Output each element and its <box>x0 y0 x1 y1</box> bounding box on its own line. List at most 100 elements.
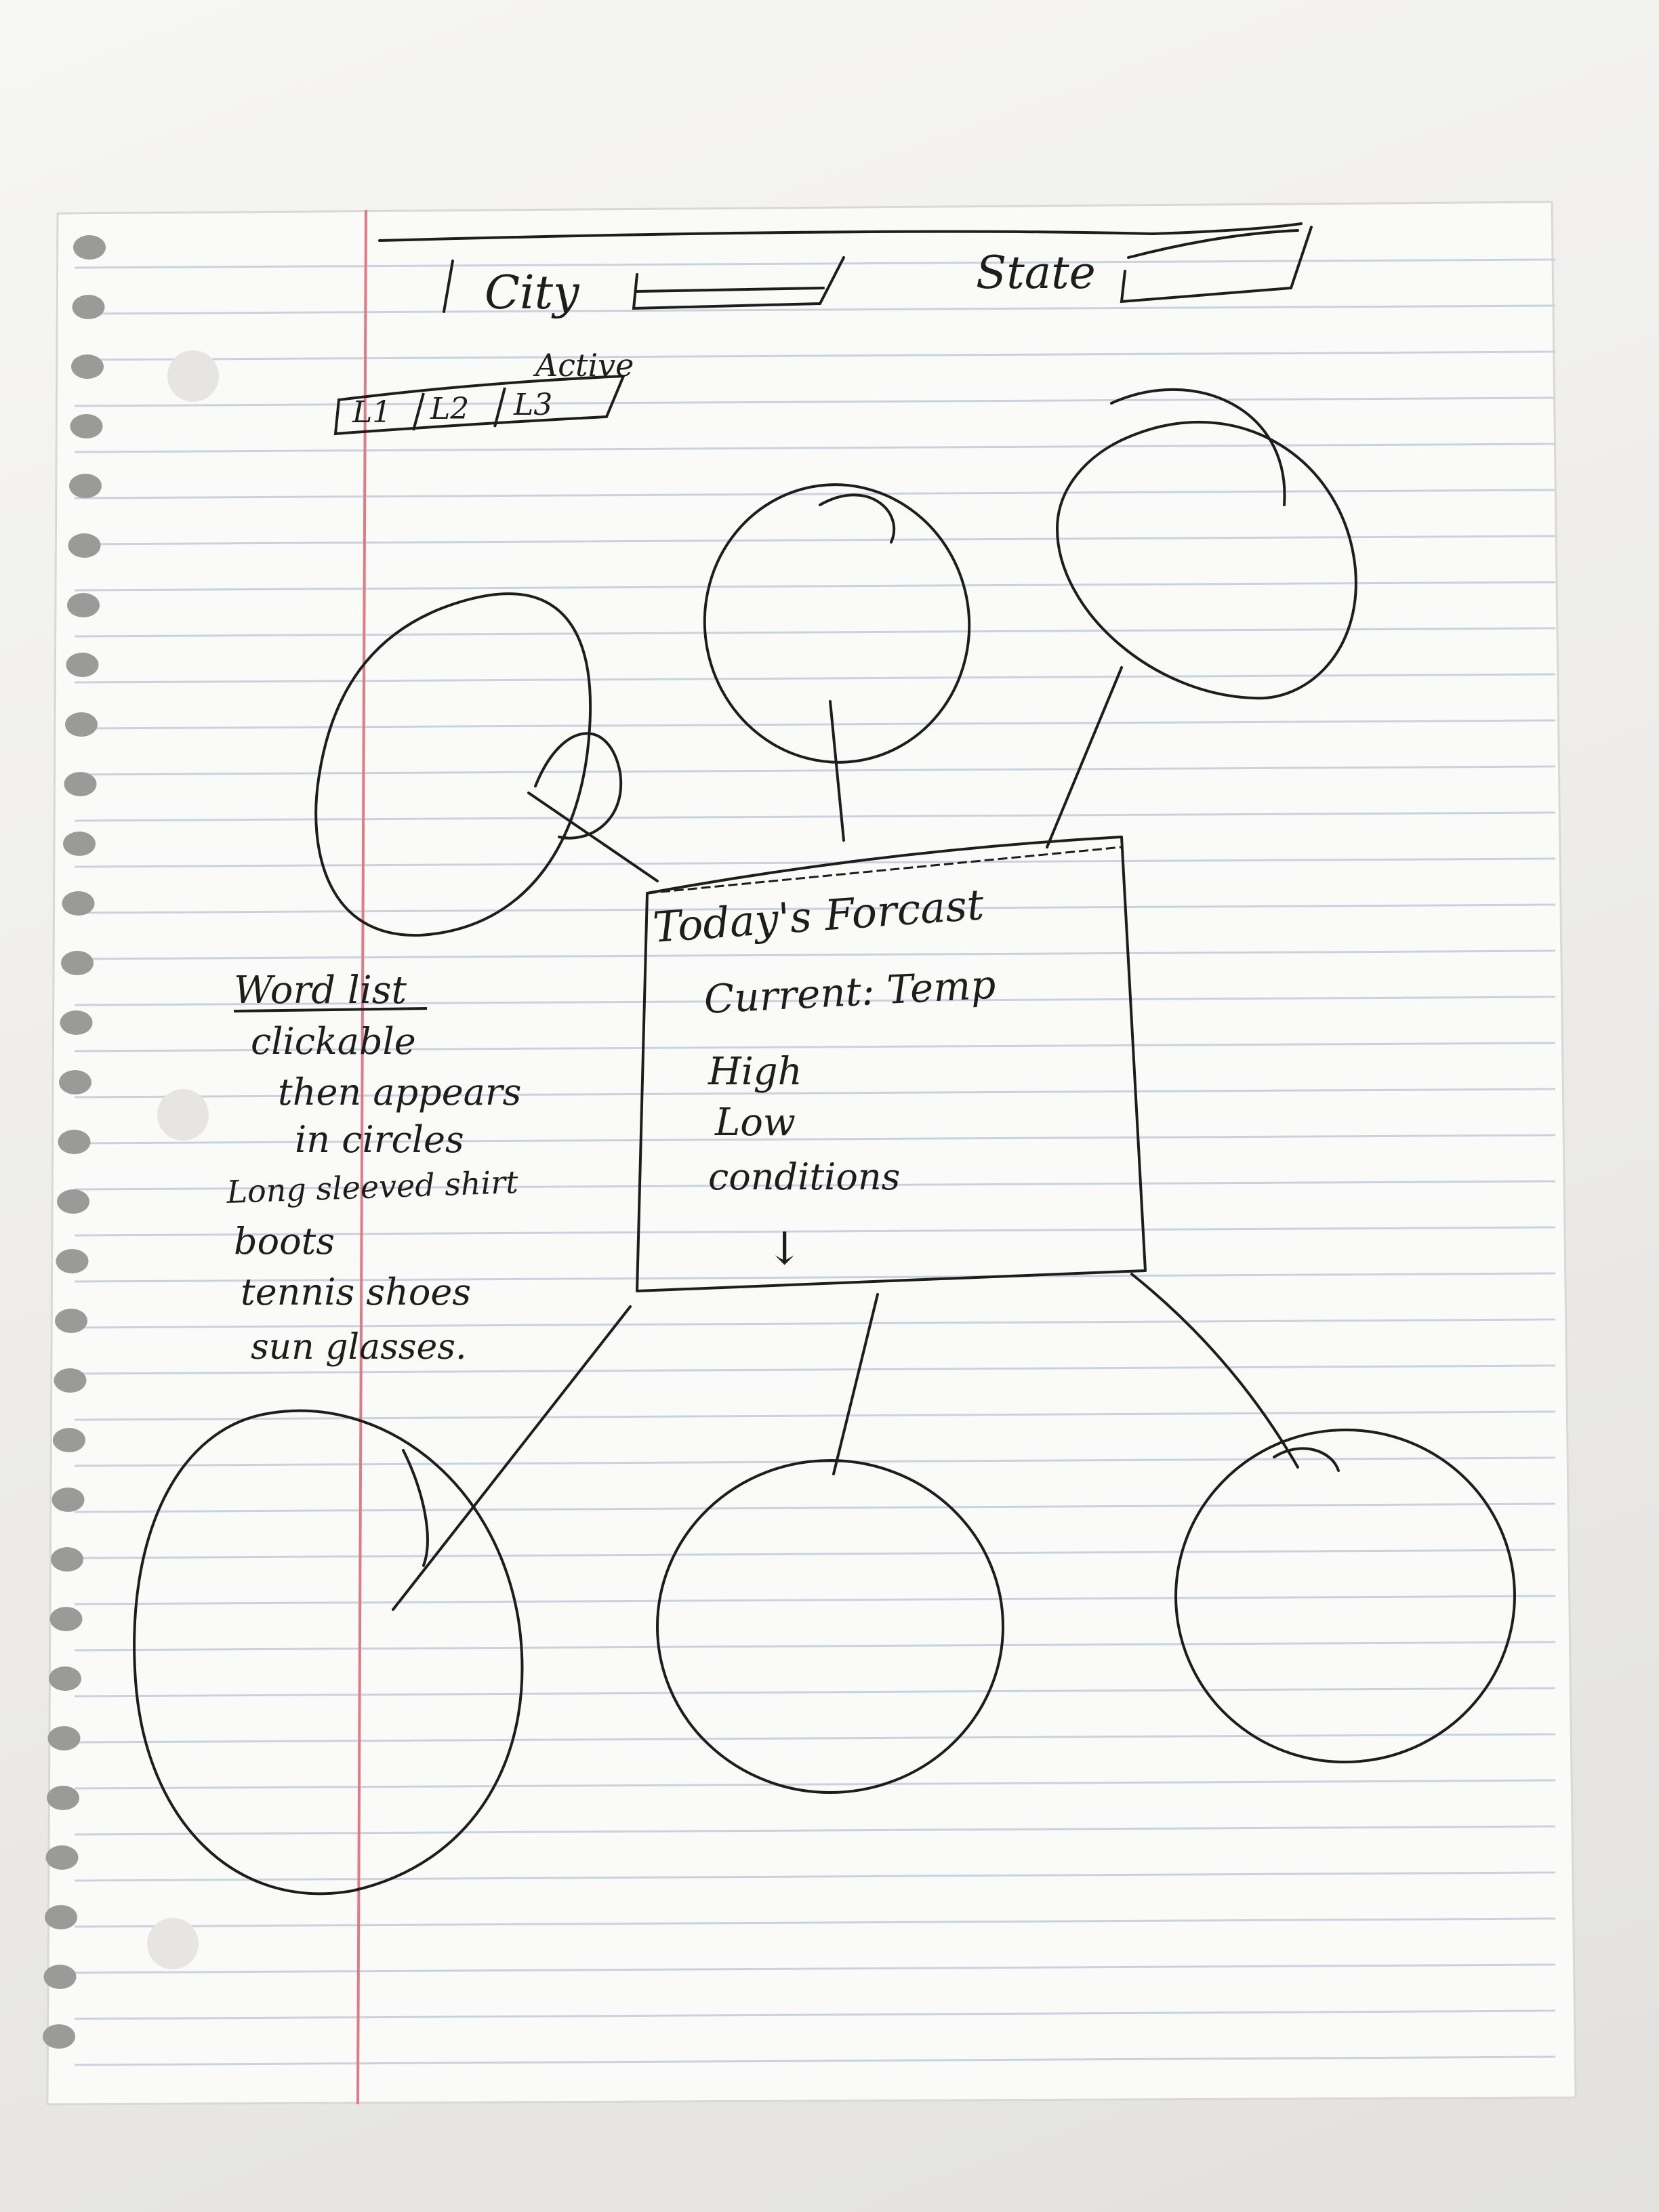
ruled-line <box>74 396 1556 407</box>
clothing-circle-top-right-overlap <box>1110 388 1286 506</box>
down-arrow-icon[interactable]: ↓ <box>766 1223 803 1275</box>
ruled-line <box>74 1502 1556 1513</box>
ruled-line <box>74 1318 1556 1329</box>
perforation-hole <box>59 1070 91 1094</box>
clothing-circle-top-middle-overlap <box>819 493 896 544</box>
perforation-hole <box>43 1965 77 1989</box>
margin-line <box>356 209 367 2105</box>
ruled-line <box>74 1042 1556 1052</box>
level-tab-divider-2 <box>493 387 506 428</box>
ruled-line <box>74 489 1556 499</box>
perforation-hole <box>47 1726 81 1750</box>
ruled-line <box>74 2055 1556 2066</box>
ruled-line <box>74 1871 1556 1882</box>
level-tab-l2[interactable]: L2 <box>430 392 469 426</box>
perforation-hole <box>47 1786 79 1810</box>
perforation-hole <box>43 2024 75 2049</box>
clothing-circle-top-left[interactable] <box>314 592 592 937</box>
ruled-line <box>74 1825 1556 1836</box>
perforation-hole <box>57 1189 89 1214</box>
perforation-hole <box>62 891 95 916</box>
state-label: State <box>976 247 1096 299</box>
perforation-hole <box>53 1428 85 1452</box>
binder-hole-top <box>167 350 219 402</box>
clothing-circle-bottom-left-overlap <box>402 1449 429 1567</box>
perforation-hole <box>52 1488 85 1512</box>
clothing-circle-top-left-overlap <box>534 732 623 840</box>
clothing-circle-bottom-middle[interactable] <box>656 1459 1004 1794</box>
word-list-item[interactable]: clickable <box>251 1020 416 1063</box>
ruled-line <box>74 903 1556 914</box>
perforation-hole <box>58 1130 91 1154</box>
ruled-line <box>74 811 1556 822</box>
perforation-hole <box>64 772 97 796</box>
connector-bottom-middle <box>832 1293 879 1475</box>
ruled-line <box>74 1410 1556 1421</box>
ruled-line <box>74 1226 1556 1237</box>
word-list-item[interactable]: tennis shoes <box>241 1271 471 1313</box>
ruled-line <box>74 304 1556 315</box>
ruled-line <box>74 258 1556 269</box>
connector-bottom-left <box>392 1305 632 1611</box>
perforation-hole <box>66 653 99 677</box>
perforation-hole <box>56 1249 89 1273</box>
ruled-line <box>74 443 1556 453</box>
level-tab-l1[interactable]: L1 <box>352 395 391 430</box>
perforation-hole <box>45 1845 79 1870</box>
clothing-circle-top-middle[interactable] <box>687 468 987 779</box>
forecast-low: Low <box>714 1101 796 1145</box>
city-input-box[interactable] <box>632 256 845 310</box>
ruled-line <box>74 1088 1556 1099</box>
binder-hole-bottom <box>147 1918 199 1969</box>
word-list-title: Word list <box>234 968 407 1012</box>
ruled-line <box>74 627 1556 638</box>
clothing-circle-bottom-right[interactable] <box>1162 1416 1529 1776</box>
perforation-hole <box>65 712 98 737</box>
level-tab-divider-1 <box>412 392 425 431</box>
connector-bottom-right <box>1130 1273 1299 1469</box>
perforation-hole <box>73 235 106 260</box>
perforation-hole <box>68 533 101 558</box>
connector-top-middle <box>829 700 845 842</box>
perforation-hole <box>49 1666 81 1691</box>
ruled-line <box>74 1733 1556 1744</box>
ruled-line <box>74 1595 1556 1605</box>
ruled-line <box>74 765 1556 776</box>
forecast-high: High <box>708 1050 802 1094</box>
ruled-line <box>74 996 1556 1006</box>
perforation-hole <box>69 474 102 498</box>
word-list-item[interactable]: then appears <box>278 1071 521 1113</box>
connector-top-left <box>527 792 659 882</box>
header-sketch <box>378 222 1303 313</box>
forecast-conditions: conditions <box>708 1155 900 1198</box>
ruled-line <box>74 1364 1556 1375</box>
forecast-box <box>636 836 1147 1292</box>
ruled-line <box>74 1963 1556 1974</box>
level-tabs-frame <box>333 374 626 436</box>
word-list-item[interactable]: boots <box>234 1220 335 1263</box>
perforation-hole <box>67 593 100 617</box>
ruled-line <box>74 1272 1556 1283</box>
level-tab-l3[interactable]: L3 <box>513 388 552 422</box>
binder-hole-middle <box>157 1089 209 1141</box>
ruled-line <box>74 949 1556 960</box>
perforation-hole <box>49 1607 83 1631</box>
spiral-perforations <box>43 235 106 2049</box>
word-list-item[interactable]: in circles <box>295 1118 464 1161</box>
perforation-hole <box>72 295 105 319</box>
ruled-lines <box>74 258 1556 2066</box>
perforation-hole <box>70 414 103 438</box>
word-list-title-underline <box>233 1007 428 1012</box>
notebook-page <box>46 201 1577 2106</box>
ruled-line <box>74 350 1556 361</box>
ruled-line <box>74 1779 1556 1790</box>
word-list-item[interactable]: sun glasses. <box>251 1327 466 1368</box>
ruled-line <box>74 1134 1556 1145</box>
ruled-line <box>74 1917 1556 1928</box>
clothing-circle-bottom-right-overlap <box>1273 1447 1340 1472</box>
clothing-circle-top-right[interactable] <box>1055 420 1357 700</box>
clothing-circle-bottom-left[interactable] <box>133 1409 524 1896</box>
perforation-hole <box>45 1905 77 1929</box>
state-input-box[interactable] <box>1120 226 1313 304</box>
